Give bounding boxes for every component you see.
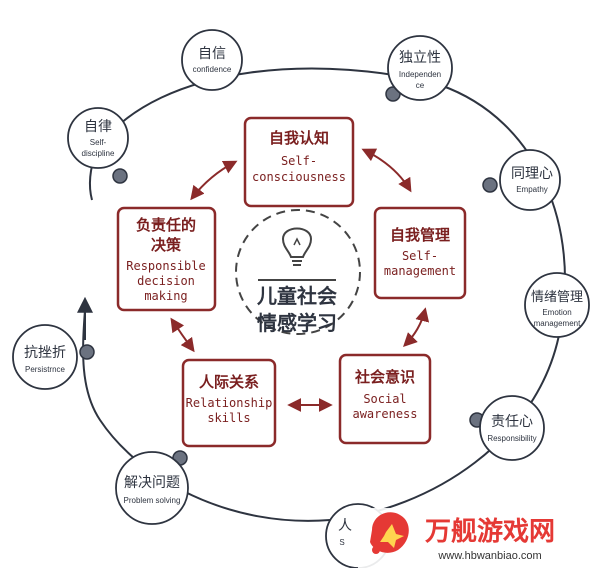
arrow-management-to-social	[403, 307, 430, 347]
node-self-discipline-en1: Self-	[90, 138, 107, 147]
node-persistence: 抗挫折 Persistrnce	[12, 324, 78, 390]
node-independence-zh: 独立性	[399, 50, 441, 66]
node-self-discipline-zh: 自律	[84, 119, 112, 135]
box-self-consciousness-en2: consciousness	[252, 170, 346, 184]
box-responsible-decision-zh2: 决策	[151, 236, 182, 254]
box-social-awareness-zh: 社会意识	[354, 368, 415, 386]
lightbulb-icon	[281, 227, 313, 266]
node-problem-en: Problem solving	[124, 496, 181, 505]
box-self-consciousness: 自我认知 Self- consciousness	[243, 116, 355, 208]
node-self-discipline-en2: discipline	[82, 149, 115, 158]
node-self-discipline: 自律 Self- discipline	[67, 107, 129, 169]
box-self-management-en2: management	[384, 264, 456, 278]
arrow-relationship-to-decision	[170, 317, 195, 353]
box-self-management: 自我管理 Self- management	[373, 206, 467, 300]
node-responsibility-en: Responsibility	[487, 434, 536, 443]
node-bottom-partial-en: S	[339, 538, 344, 547]
box-relationship-skills-en2: skills	[207, 411, 250, 425]
center-title-line1: 儿童社会	[256, 284, 337, 308]
node-emotion-en2: management	[534, 319, 581, 328]
node-responsibility: 责任心 Responsibility	[479, 395, 545, 461]
node-independence-en1: Independen	[399, 70, 441, 79]
outer-orbit	[82, 67, 566, 522]
watermark-brand: 万舰游戏网	[425, 516, 555, 547]
dot-empathy	[482, 177, 498, 193]
box-responsible-decision-en3: making	[144, 289, 187, 303]
arrow-self-to-management	[361, 148, 412, 193]
box-relationship-skills-en1: Relationship	[186, 396, 273, 410]
watermark-url: www.hbwanbiao.com	[437, 550, 541, 562]
node-responsibility-zh: 责任心	[491, 414, 533, 430]
node-confidence-en: confidence	[193, 65, 232, 74]
box-relationship-skills: 人际关系 Relationship skills	[181, 358, 277, 448]
brand-logo-icon	[370, 512, 409, 554]
dot-selfdiscipline	[112, 168, 128, 184]
node-bottom-partial-zh: 人	[338, 518, 352, 534]
node-independence-en2: ce	[416, 81, 425, 90]
box-social-awareness-en1: Social	[363, 392, 406, 406]
box-self-management-en1: Self-	[402, 249, 438, 263]
node-persistence-zh: 抗挫折	[24, 345, 66, 361]
node-emotion-management: 情绪管理 Emotion management	[524, 272, 590, 338]
center-title-line2: 情感学习	[257, 311, 337, 335]
node-empathy-en: Empathy	[516, 185, 548, 194]
box-social-awareness-en2: awareness	[352, 407, 417, 421]
box-responsible-decision-en1: Responsible	[126, 259, 205, 273]
box-relationship-skills-zh: 人际关系	[199, 373, 259, 391]
node-emotion-en1: Emotion	[542, 308, 571, 317]
box-self-consciousness-en1: Self-	[281, 154, 317, 168]
node-problem-solving: 解决问题 Problem solving	[115, 451, 189, 525]
dot-persistence	[79, 344, 95, 360]
box-social-awareness: 社会意识 Social awareness	[338, 353, 432, 445]
node-confidence: 自信 confidence	[181, 29, 243, 91]
node-empathy: 同理心 Empathy	[499, 149, 561, 211]
node-confidence-zh: 自信	[198, 46, 226, 62]
center-dashed-circle	[235, 209, 361, 335]
node-independence: 独立性 Independen ce	[387, 35, 453, 101]
node-problem-zh: 解决问题	[124, 475, 180, 491]
box-responsible-decision-en2: decision	[137, 274, 195, 288]
arrow-decision-to-self	[190, 160, 238, 201]
node-emotion-zh: 情绪管理	[531, 290, 583, 305]
box-self-consciousness-zh: 自我认知	[269, 129, 329, 147]
node-empathy-zh: 同理心	[511, 166, 553, 182]
box-responsible-decision: 负责任的 决策 Responsible decision making	[116, 206, 217, 312]
box-self-management-zh: 自我管理	[390, 226, 450, 244]
watermark: 万舰游戏网 www.hbwanbiao.com	[358, 508, 600, 568]
box-responsible-decision-zh1: 负责任的	[136, 216, 196, 234]
node-persistence-en: Persistrnce	[25, 365, 66, 374]
